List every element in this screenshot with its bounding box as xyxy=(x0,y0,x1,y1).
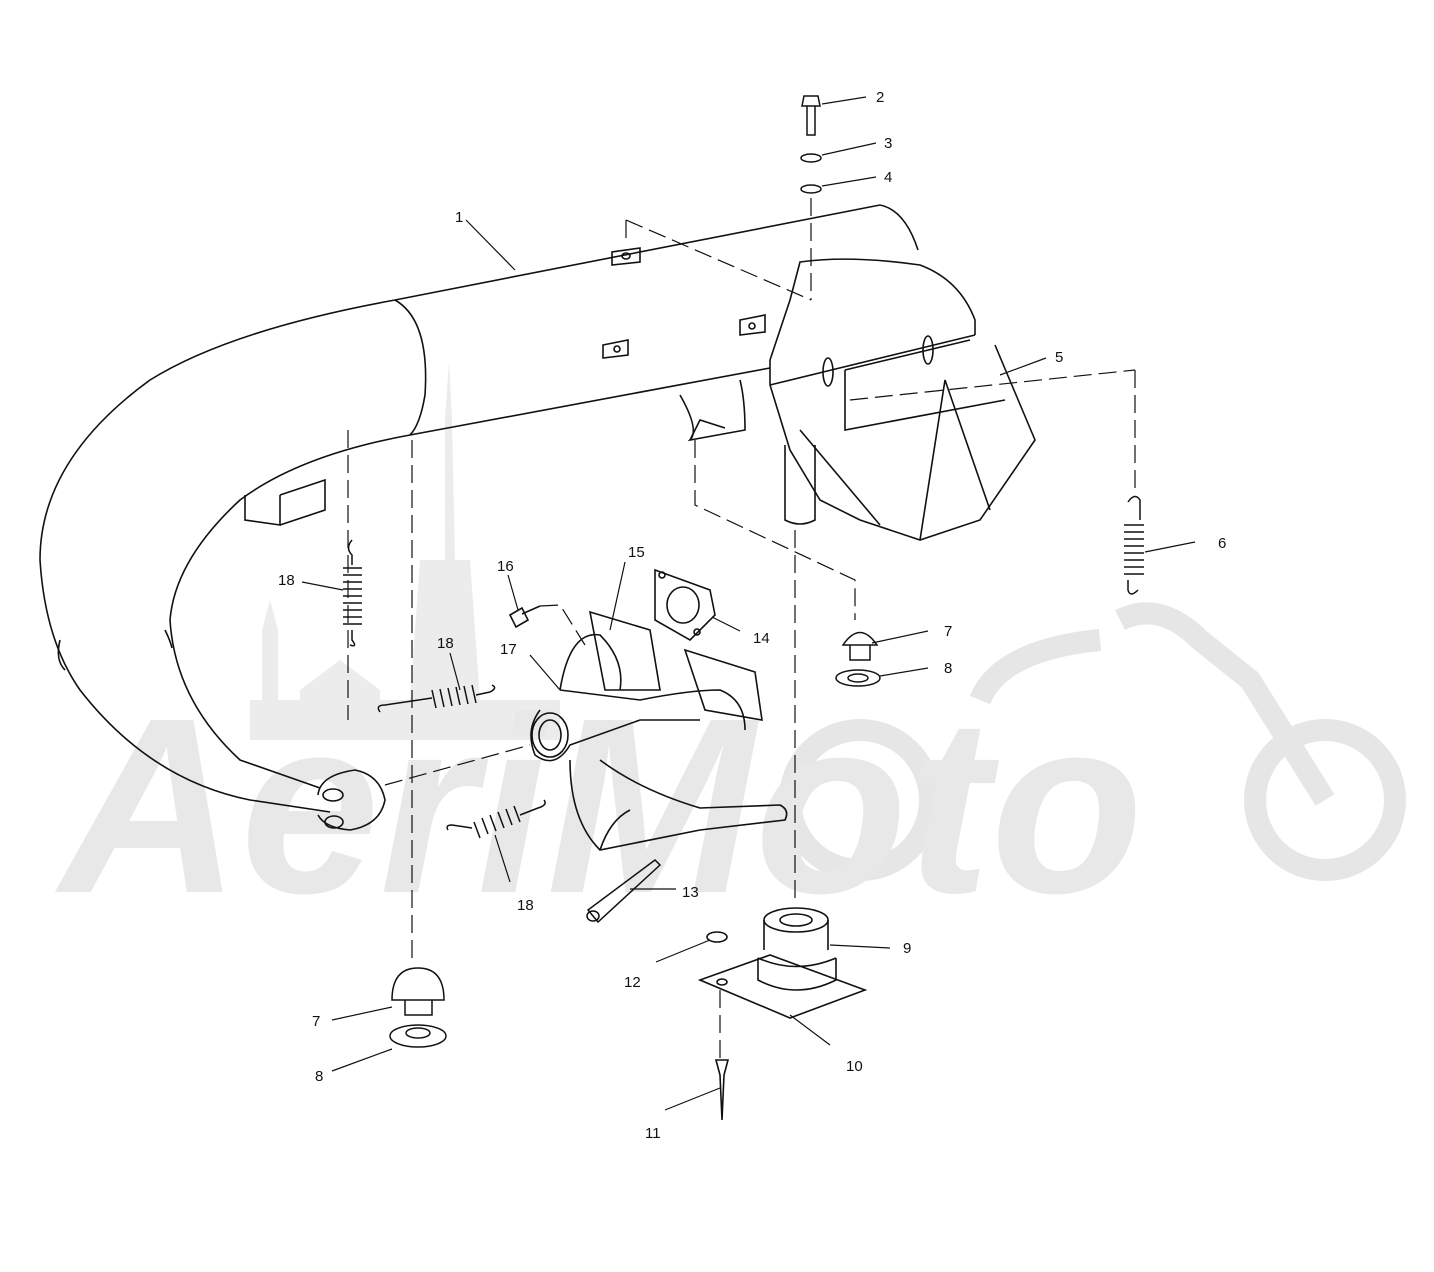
watermark-motorcycle-icon xyxy=(779,602,1406,881)
callout-17: 17 xyxy=(500,641,517,658)
spring-right xyxy=(1124,495,1144,595)
callout-8-right: 8 xyxy=(944,660,952,677)
callout-5: 5 xyxy=(1055,349,1063,366)
watermark-castle-icon xyxy=(250,360,560,740)
spring-18-bottom xyxy=(446,799,546,839)
grommet-washer-left xyxy=(389,967,447,1048)
washer-3 xyxy=(800,153,822,163)
leader-lines xyxy=(301,96,1196,1111)
rivet-11 xyxy=(714,1059,730,1121)
callout-14: 14 xyxy=(753,630,770,647)
callout-4: 4 xyxy=(884,169,892,186)
callout-9: 9 xyxy=(903,940,911,957)
callout-6: 6 xyxy=(1218,535,1226,552)
bolt-head xyxy=(801,95,821,107)
callout-15: 15 xyxy=(628,544,645,561)
bolt-shank xyxy=(806,106,816,136)
rubber-mount-assembly xyxy=(697,907,868,1121)
callout-2: 2 xyxy=(876,89,884,106)
washer-12 xyxy=(706,931,728,943)
heat-shield xyxy=(769,258,1036,541)
callout-3: 3 xyxy=(884,135,892,152)
callout-7-right: 7 xyxy=(944,623,952,640)
callout-12: 12 xyxy=(624,974,641,991)
watermark-text: AeriMoto xyxy=(54,666,1143,945)
callout-1: 1 xyxy=(455,209,463,226)
callouts: 1 2 3 4 5 6 7 8 7 8 9 10 11 12 13 14 15 … xyxy=(278,89,1226,1142)
grommet-washer-right xyxy=(835,631,881,687)
callout-16: 16 xyxy=(497,558,514,575)
callout-18-bottom: 18 xyxy=(517,897,534,914)
callout-13: 13 xyxy=(682,884,699,901)
top-bolt-and-washers xyxy=(800,95,822,194)
watermark: AeriMoto xyxy=(54,360,1406,945)
callout-10: 10 xyxy=(846,1058,863,1075)
callout-18-middle: 18 xyxy=(437,635,454,652)
spring-18-middle xyxy=(377,684,496,713)
callout-11: 11 xyxy=(645,1125,661,1142)
spring-18-left xyxy=(343,539,362,647)
alignment-lines xyxy=(347,198,1136,1058)
muffler-pipe xyxy=(39,204,919,831)
callout-18-left: 18 xyxy=(278,572,295,589)
mount-plate xyxy=(697,954,868,1019)
callout-8-left: 8 xyxy=(315,1068,323,1085)
washer-4 xyxy=(800,184,822,194)
long-bolt xyxy=(586,859,662,924)
callout-7-left: 7 xyxy=(312,1013,320,1030)
exhaust-manifold xyxy=(508,568,788,851)
